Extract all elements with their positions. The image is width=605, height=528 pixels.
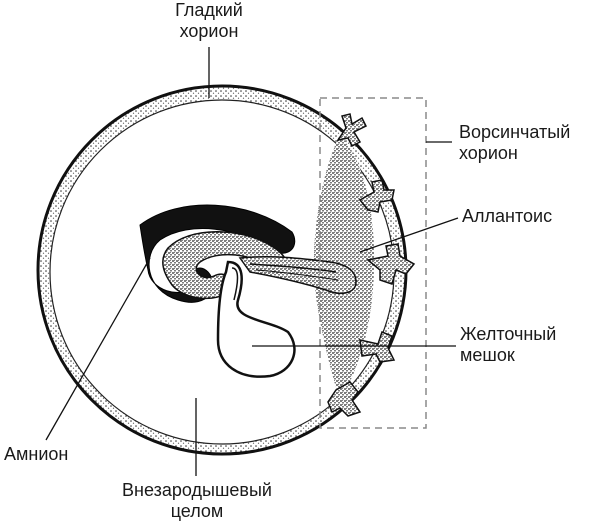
leader-lines (45, 47, 459, 476)
label-villous-chorion-line2: хорион (459, 143, 518, 163)
label-smooth-chorion-line2: хорион (179, 21, 239, 41)
label-smooth-chorion-line1: Гладкий (175, 0, 243, 20)
label-coelom-line2: целом (170, 501, 224, 521)
label-amnion: Амнион (4, 444, 69, 464)
label-coelom-line1: Внезародышевый (122, 480, 272, 500)
label-allantois: Аллантоис (462, 206, 553, 226)
villous-region-box (319, 97, 427, 429)
label-villous-chorion-line1: Ворсинчатый (459, 122, 571, 142)
label-yolk-sac: Желточный мешок (460, 324, 556, 366)
label-coelom: Внезародышевый целом (98, 480, 296, 522)
embryo-body (162, 231, 288, 300)
yolk-sac (216, 260, 296, 378)
chorion-ring (36, 84, 408, 456)
chorionic-villi (327, 113, 416, 417)
label-villous-chorion: Ворсинчатый хорион (459, 122, 570, 164)
amnion-membrane (139, 204, 296, 303)
label-yolk-sac-line1: Желточный (460, 324, 557, 344)
leader-amnion (45, 257, 151, 441)
label-yolk-sac-line2: мешок (460, 345, 515, 365)
allantois-stalk (238, 256, 357, 295)
leader-allantois (359, 217, 459, 253)
label-smooth-chorion: Гладкий хорион (152, 0, 266, 42)
